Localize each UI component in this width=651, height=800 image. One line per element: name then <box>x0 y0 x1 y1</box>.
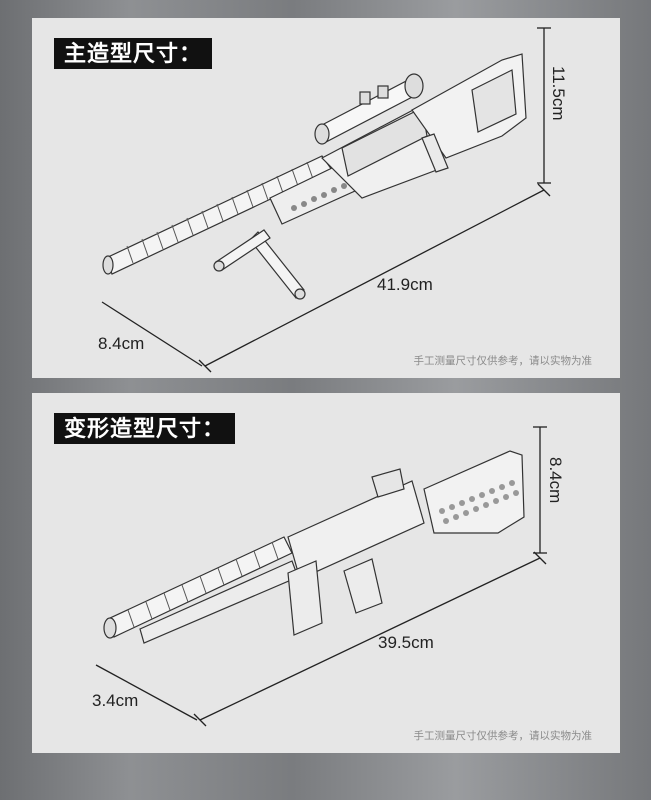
receiver <box>287 480 425 580</box>
magazine <box>287 560 323 636</box>
depth-label: 3.4cm <box>92 691 139 710</box>
assault-rifle-drawing <box>95 426 547 727</box>
depth-dimension-line <box>95 664 198 721</box>
width-dimension-line <box>199 557 541 721</box>
depth-dimension-line <box>101 301 203 367</box>
height-label: 8.4cm <box>546 457 565 504</box>
depth-label: 8.4cm <box>98 334 145 353</box>
width-dimension-line <box>204 189 545 367</box>
width-label: 39.5cm <box>378 633 434 652</box>
width-label: 41.9cm <box>377 275 433 294</box>
sniper-rifle-drawing <box>101 27 551 373</box>
grip <box>343 558 383 614</box>
panel-title: 主造型尺寸： <box>54 38 213 69</box>
measurement-note: 手工测量尺寸仅供参考，请以实物为准 <box>413 355 593 367</box>
grip <box>421 133 449 173</box>
height-label: 11.5cm <box>549 66 568 121</box>
transformed-model-panel: 变形造型尺寸： 39.5cm 3.4cm 8.4cm 手工测量尺寸仅供参考，请以… <box>32 393 620 753</box>
measurement-note: 手工测量尺寸仅供参考，请以实物为准 <box>413 730 593 742</box>
main-model-panel: 主造型尺寸： 41.9cm 8.4cm 11.5cm 手工测量尺寸仅供参考，请以… <box>32 18 620 378</box>
stock <box>423 450 525 534</box>
bipod-leg-right <box>249 231 305 299</box>
panel-title: 变形造型尺寸： <box>54 413 236 444</box>
